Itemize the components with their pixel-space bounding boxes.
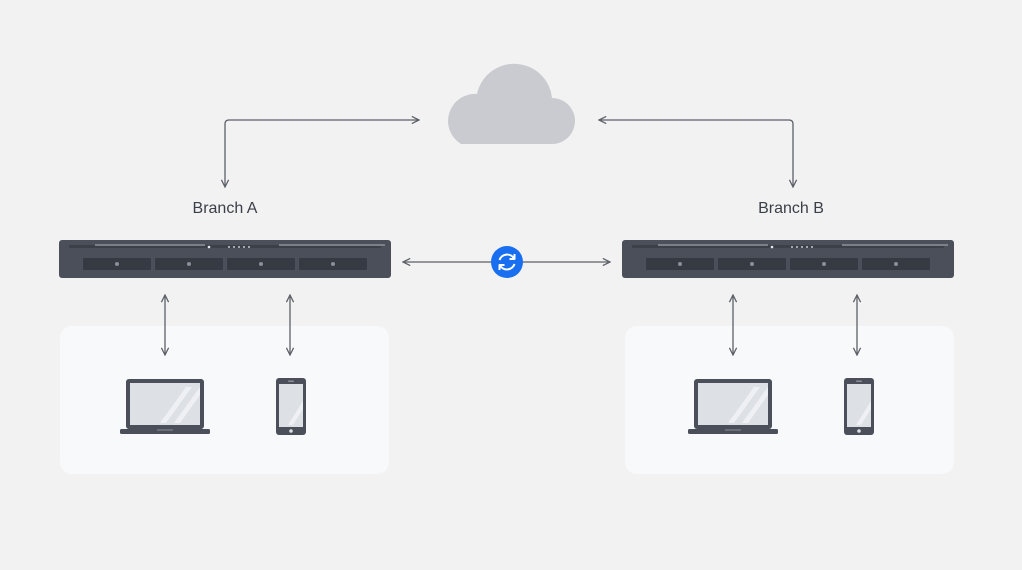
cloud-link-branch-b — [599, 120, 793, 187]
laptop-icon — [688, 379, 778, 434]
client-panel-branch-b — [625, 326, 954, 474]
sync-icon — [491, 246, 523, 278]
nas-server-branch-b — [622, 240, 954, 278]
cloud-link-branch-a — [225, 120, 419, 187]
branch-b-label: Branch B — [758, 200, 824, 217]
client-panel-branch-a — [60, 326, 389, 474]
branch-a-label: Branch A — [192, 200, 258, 217]
cloud-icon — [448, 63, 575, 145]
phone-icon — [844, 378, 874, 435]
laptop-icon — [120, 379, 210, 434]
nas-server-branch-a — [59, 240, 391, 278]
phone-icon — [276, 378, 306, 435]
